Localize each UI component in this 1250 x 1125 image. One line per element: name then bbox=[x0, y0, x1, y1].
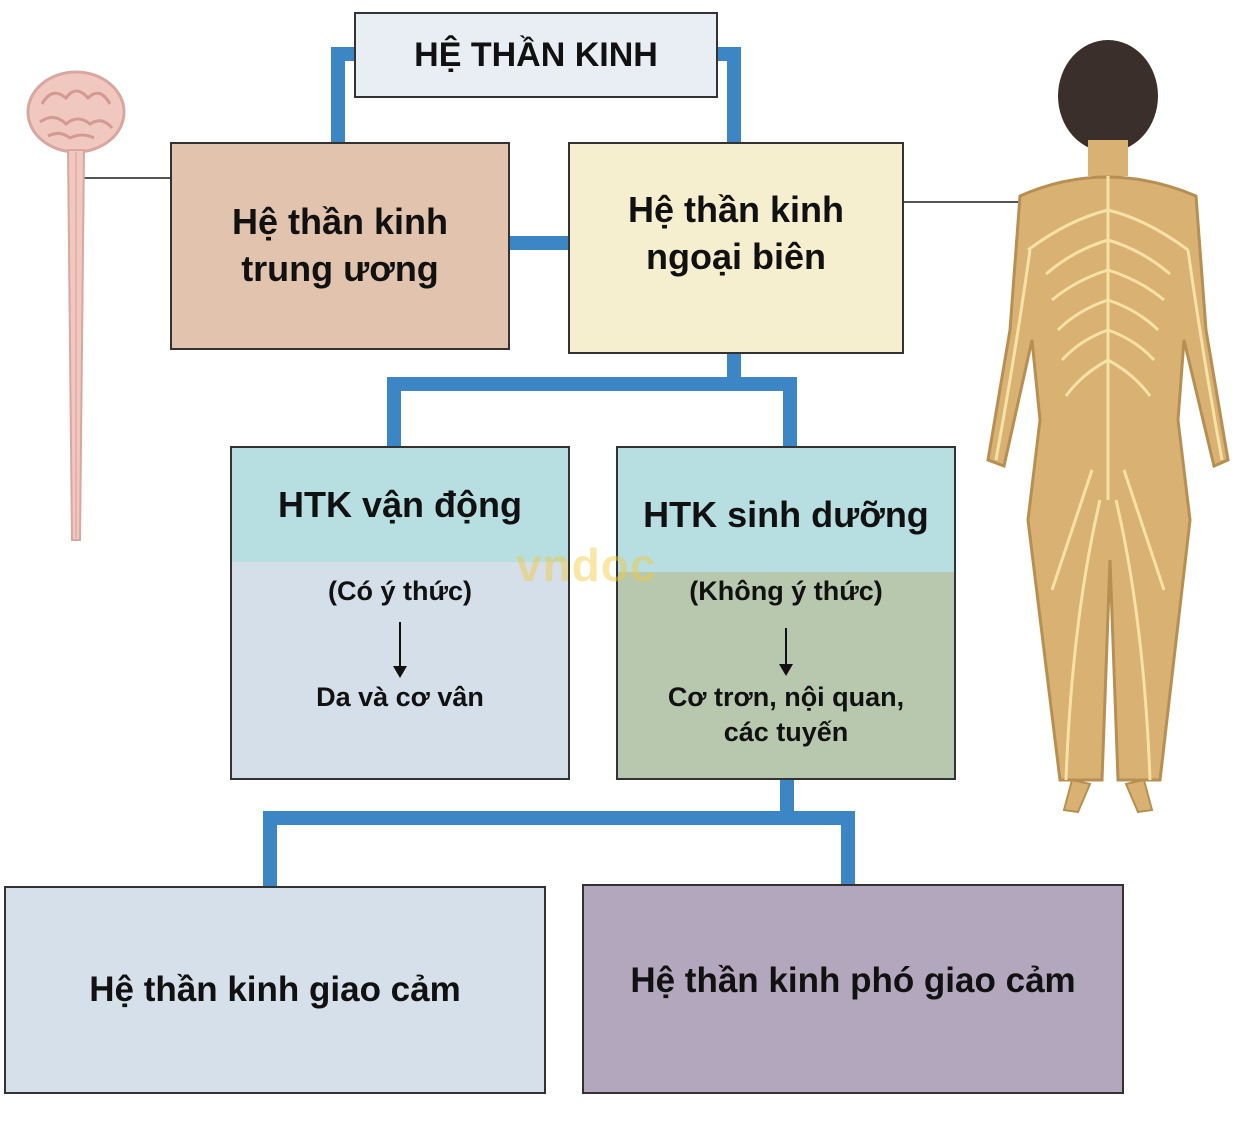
human-nervous-system-figure bbox=[986, 40, 1230, 814]
autonomic-target-line1: Cơ trơn, nội quan, bbox=[667, 682, 905, 712]
autonomic-target-line2: các tuyến bbox=[723, 717, 849, 748]
connector-peripheral-autonomic bbox=[727, 377, 797, 453]
autonomic-arrow bbox=[779, 628, 793, 676]
watermark-logo: vndoc bbox=[516, 539, 657, 591]
somatic-title: HTK vận động bbox=[232, 448, 568, 562]
autonomic-body: (Không ý thức) Cơ trơn, nội quan, các tu… bbox=[618, 562, 954, 778]
connector-autonomic-parasympathetic bbox=[780, 811, 855, 891]
autonomic-nervous-system-box: HTK sinh dưỡng (Không ý thức) Cơ trơn, n… bbox=[616, 446, 956, 780]
connector-root-central bbox=[331, 47, 363, 147]
somatic-note: (Có ý thức) bbox=[327, 576, 473, 606]
peripheral-label-line1: Hệ thần kinh bbox=[627, 189, 845, 231]
parasympathetic-label: Hệ thần kinh phó giao cảm bbox=[630, 961, 1076, 1001]
root-box: HỆ THẦN KINH bbox=[354, 12, 718, 98]
root-label: HỆ THẦN KINH bbox=[414, 35, 658, 74]
sympathetic-label: Hệ thần kinh giao cảm bbox=[89, 970, 461, 1010]
autonomic-title: HTK sinh dưỡng bbox=[618, 448, 954, 572]
connector-root-peripheral bbox=[709, 47, 741, 149]
somatic-body: (Có ý thức) Da và cơ vân bbox=[232, 562, 568, 778]
connector-autonomic-branches bbox=[263, 773, 794, 893]
autonomic-note: (Không ý thức) bbox=[689, 576, 883, 606]
central-label-line1: Hệ thần kinh bbox=[231, 201, 449, 243]
central-nervous-system-box: Hệ thần kinh trung ương bbox=[170, 142, 510, 350]
central-label-line2: trung ương bbox=[241, 248, 439, 289]
somatic-nervous-system-box: HTK vận động (Có ý thức) Da và cơ vân bbox=[230, 446, 570, 780]
brain-spinal-cord-icon bbox=[26, 70, 126, 541]
peripheral-nervous-system-box: Hệ thần kinh ngoại biên bbox=[568, 142, 904, 354]
somatic-arrow bbox=[393, 622, 407, 678]
sympathetic-nervous-system-box: Hệ thần kinh giao cảm bbox=[4, 886, 546, 1094]
parasympathetic-nervous-system-box: Hệ thần kinh phó giao cảm bbox=[582, 884, 1124, 1094]
peripheral-label-line2: ngoại biên bbox=[646, 236, 826, 277]
somatic-target: Da và cơ vân bbox=[316, 682, 484, 712]
connector-peripheral-branches bbox=[387, 345, 741, 452]
